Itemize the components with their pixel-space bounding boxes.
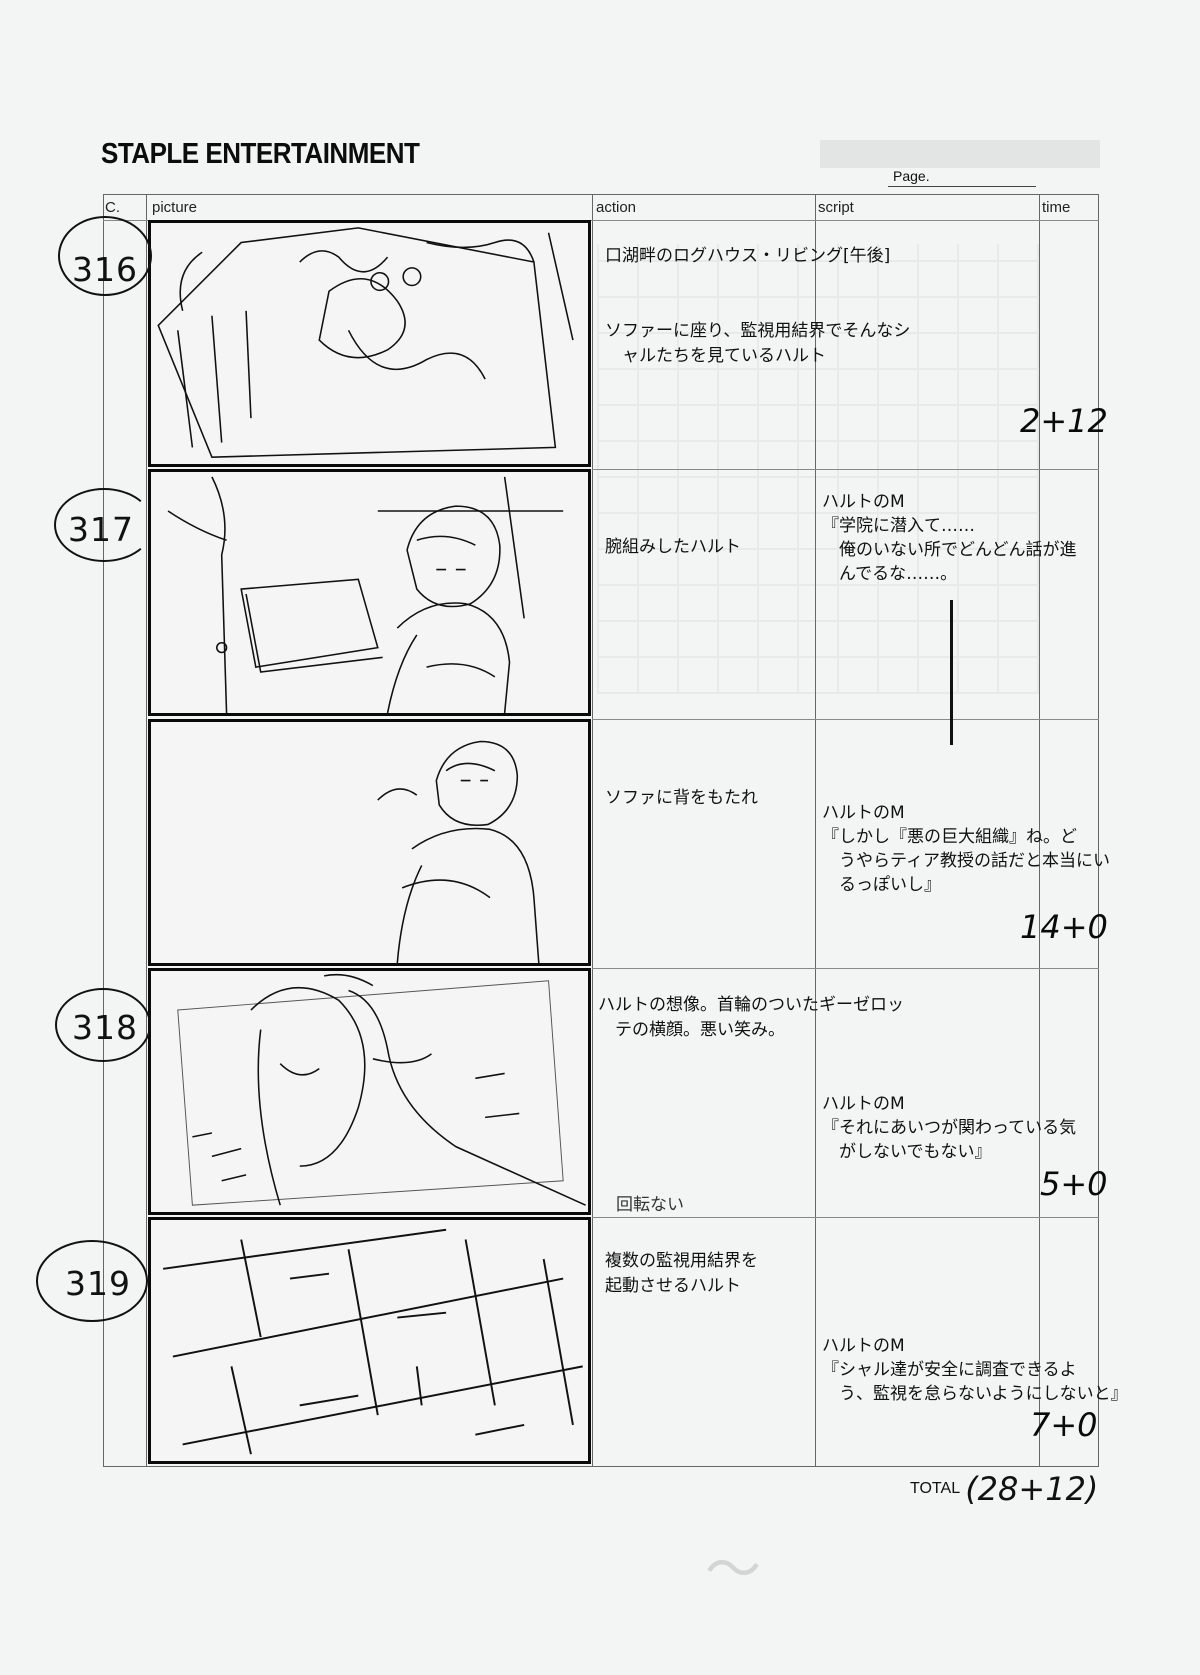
script-text-319: ハルトのM 『シャル達が安全に調査できるよ う、監視を怠らないようにしないと』 xyxy=(822,1334,1128,1406)
picture-frame-317 xyxy=(148,469,591,716)
picture-frame-unnumbered xyxy=(148,719,591,966)
row-divider xyxy=(592,1217,1099,1218)
cut-number-316: 316 xyxy=(72,250,138,289)
sketch-leaning-back xyxy=(377,740,540,963)
script-line: 『それにあいつが関わっている気 xyxy=(822,1118,1077,1138)
script-speaker: ハルトのM xyxy=(822,492,905,512)
sketch-collared-profile xyxy=(177,973,586,1206)
cut-number-317: 317 xyxy=(68,510,134,549)
script-line: うやらティア教授の話だと本当にい xyxy=(822,851,1110,871)
header-row-divider xyxy=(103,220,1099,221)
action-line: ャルたちを見ているハルト xyxy=(605,346,826,366)
column-divider-picture xyxy=(592,194,593,1467)
script-text-unnumbered: ハルトのM 『しかし『悪の巨大組織』ね。ど うやらティア教授の話だと本当にい る… xyxy=(822,801,1110,897)
column-divider-script xyxy=(1039,194,1040,1467)
page-number-line xyxy=(888,186,1036,187)
action-line xyxy=(605,294,910,319)
action-text-318: ハルトの想像。首輪のついたギーゼロッ テの横顔。悪い笑み。 xyxy=(598,993,904,1043)
script-text-317: ハルトのM 『学院に潜入て…… 俺のいない所でどんどん話が進 んでるな……。 xyxy=(822,490,1077,586)
show-through-scribble: 〜 xyxy=(705,1538,761,1603)
script-line: 『学院に潜入て…… xyxy=(822,516,975,536)
page-label: Page. xyxy=(893,168,930,184)
sketch-arms-crossed xyxy=(167,476,564,713)
show-through-header xyxy=(820,140,1100,168)
column-header-picture: picture xyxy=(152,199,198,216)
script-line: 俺のいない所でどんどん話が進 xyxy=(822,540,1077,560)
cut-number-318: 318 xyxy=(72,1008,138,1047)
sketch-monitor-grid xyxy=(163,1228,583,1455)
cut-number-ring xyxy=(36,1240,148,1322)
total-duration: TOTAL (28+12) xyxy=(910,1470,1098,1508)
hold-line xyxy=(950,600,953,745)
sketch-monitor-view xyxy=(157,227,574,458)
studio-brand: STAPLE ENTERTAINMENT xyxy=(101,136,420,170)
column-header-action: action xyxy=(596,199,637,216)
column-header-cut: C. xyxy=(105,199,120,216)
row-divider xyxy=(592,719,1099,720)
action-text-319: 複数の監視用結界を 起動させるハルト xyxy=(605,1249,758,1299)
action-text-316: 口湖畔のログハウス・リビング[午後] ソファーに座り、監視用結界でそんなシ ャル… xyxy=(605,244,910,369)
column-header-script: script xyxy=(818,199,854,216)
row-divider xyxy=(592,469,1099,470)
cut-number-ring xyxy=(54,488,154,562)
action-line: ハルトの想像。首輪のついたギーゼロッ xyxy=(598,995,904,1015)
action-text-317: 腕組みしたハルト xyxy=(605,537,741,557)
column-header-time: time xyxy=(1042,199,1071,216)
script-speaker: ハルトのM xyxy=(822,1094,905,1114)
picture-frame-318 xyxy=(148,968,591,1215)
picture-frame-319 xyxy=(148,1217,591,1464)
time-unnumbered: 14+0 xyxy=(1020,908,1108,946)
column-divider-action xyxy=(815,194,816,1467)
action-line: 口湖畔のログハウス・リビング[午後] xyxy=(605,246,891,266)
time-316: 2+12 xyxy=(1020,402,1108,440)
action-line: ソファーに座り、監視用結界でそんなシ xyxy=(605,321,911,341)
action-text-unnumbered: ソファに背をもたれ xyxy=(605,788,758,808)
time-319: 7+0 xyxy=(1030,1406,1098,1444)
script-text-318: ハルトのM 『それにあいつが関わっている気 がしないでもない』 xyxy=(822,1092,1076,1164)
cut-number-ring xyxy=(55,988,151,1062)
picture-frame-316 xyxy=(148,220,591,467)
script-line: 『シャル達が安全に調査できるよ xyxy=(822,1360,1077,1380)
script-line: う、監視を怠らないようにしないと』 xyxy=(822,1384,1128,1404)
total-value: (28+12) xyxy=(965,1470,1099,1508)
action-line: 複数の監視用結界を xyxy=(605,1251,758,1271)
total-label: TOTAL xyxy=(910,1480,961,1497)
handwritten-note: 回転ない xyxy=(616,1195,684,1215)
script-line: んでるな……。 xyxy=(822,564,958,584)
script-speaker: ハルトのM xyxy=(822,803,905,823)
row-divider xyxy=(592,968,1099,969)
cut-number-319: 319 xyxy=(65,1264,131,1303)
time-318: 5+0 xyxy=(1040,1165,1108,1203)
action-line xyxy=(605,269,910,294)
script-line: 『しかし『悪の巨大組織』ね。ど xyxy=(822,827,1077,847)
script-speaker: ハルトのM xyxy=(822,1336,905,1356)
action-line: テの横顔。悪い笑み。 xyxy=(598,1020,785,1040)
script-line: がしないでもない』 xyxy=(822,1142,992,1162)
cut-number-ring xyxy=(58,216,152,296)
storyboard-grid xyxy=(103,194,1099,1467)
action-line: 起動させるハルト xyxy=(605,1276,741,1296)
column-divider-cut xyxy=(146,194,147,1467)
script-line: るっぽいし』 xyxy=(822,875,941,895)
